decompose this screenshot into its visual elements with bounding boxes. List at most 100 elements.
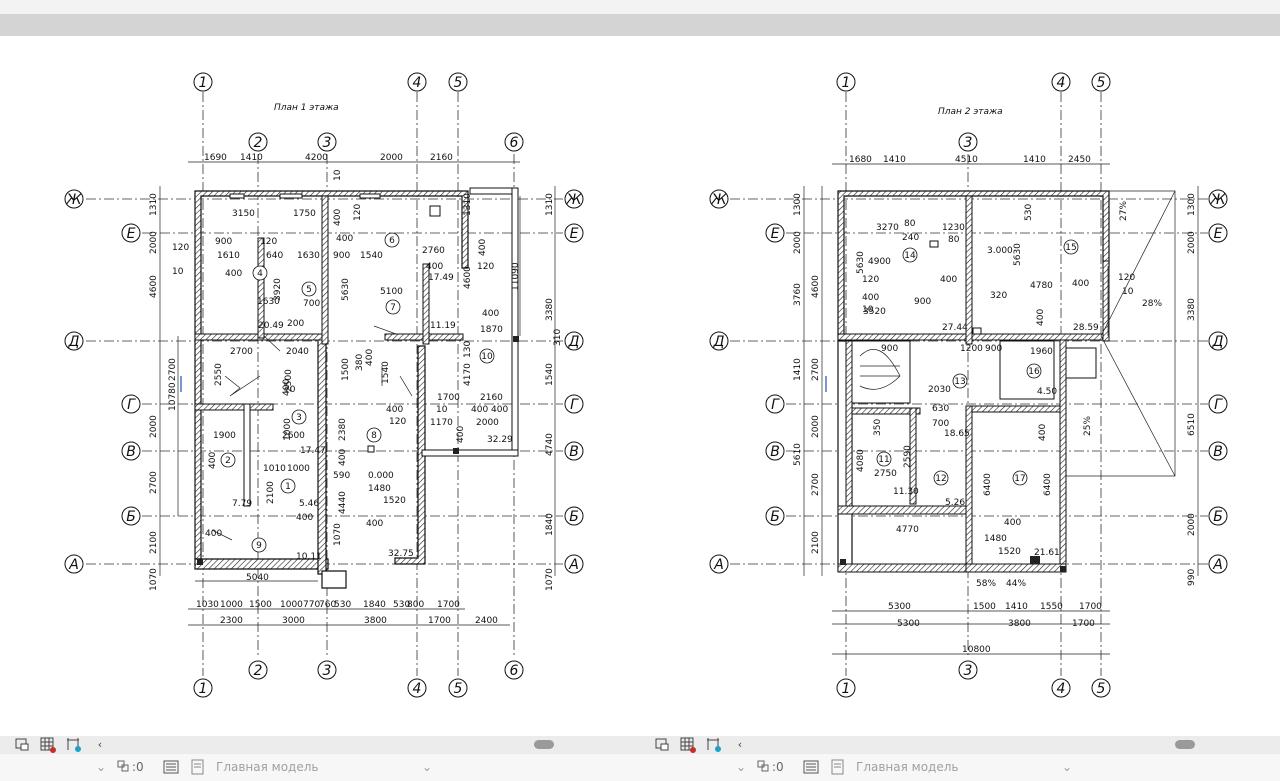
p2-dim: 2450 xyxy=(1068,155,1091,165)
slope-label: 44% xyxy=(1006,579,1026,589)
pane-2-bottom: ⌄ :0 Главная модель ⌄ xyxy=(640,754,1280,781)
grid-icon[interactable] xyxy=(40,737,56,753)
p1-dim: 400 xyxy=(296,513,313,523)
chevron-down-icon[interactable]: ⌄ xyxy=(736,760,747,774)
p1-dim: 2760 xyxy=(422,246,445,256)
room-number: 6 xyxy=(389,236,395,246)
model-selector[interactable]: Главная модель xyxy=(216,760,319,774)
list-icon[interactable] xyxy=(163,759,179,775)
p2-dim: 900 xyxy=(881,344,898,354)
slope-label: 58% xyxy=(976,579,996,589)
title-strip xyxy=(0,0,1280,14)
drawing-canvas[interactable]: План 1 этажа xyxy=(0,36,1280,736)
grid-icon[interactable] xyxy=(680,737,696,753)
model-icon[interactable] xyxy=(190,759,206,775)
p1-dim: 1070 xyxy=(545,568,555,591)
room-area: 21.61 xyxy=(1034,548,1060,558)
p1-dim: 400 xyxy=(225,269,242,279)
p2-dim: 1410 xyxy=(793,358,803,381)
layout-tab-icon[interactable] xyxy=(654,737,670,753)
axis-bubble-g: Г xyxy=(771,397,780,413)
room-number: 10 xyxy=(481,352,493,362)
p2-dim: 1700 xyxy=(1072,619,1095,629)
model-selector[interactable]: Главная модель xyxy=(856,760,959,774)
horizontal-scrollbar[interactable] xyxy=(534,740,554,749)
axis-bubble-a-right: А xyxy=(1212,557,1223,573)
room-area: 4.50 xyxy=(1037,387,1057,397)
axis-bubble-2-bottom: 2 xyxy=(254,663,263,679)
p2-dim: 1300 xyxy=(793,193,803,216)
p1-dim: 760 xyxy=(319,600,336,610)
p2-dim: 2000 xyxy=(1187,231,1197,254)
axis-bubble-d-right: Д xyxy=(568,334,580,350)
prev-arrow-icon[interactable]: ‹ xyxy=(97,738,103,751)
p1-dim: 1500 xyxy=(249,600,272,610)
p1-dim: 130 xyxy=(463,341,473,358)
room-area: 17.49 xyxy=(428,273,454,283)
p2-dim: 1500 xyxy=(973,602,996,612)
chevron-down-icon[interactable]: ⌄ xyxy=(1062,760,1073,774)
p2-dim: 2030 xyxy=(928,385,951,395)
p1-dim: 1610 xyxy=(217,251,240,261)
p1-dim: 1630 xyxy=(297,251,320,261)
axis-bubble-4-bottom: 4 xyxy=(413,681,422,697)
p1-dim: 4200 xyxy=(305,153,328,163)
chevron-down-icon[interactable]: ⌄ xyxy=(96,760,107,774)
ruler-icon[interactable] xyxy=(66,737,82,753)
ruler-icon[interactable] xyxy=(706,737,722,753)
p1-dim: 400 xyxy=(366,519,383,529)
p1-dim: 1630 xyxy=(257,297,280,307)
list-icon[interactable] xyxy=(803,759,819,775)
bottom-bar: ⌄ :0 Главная модель ⌄ ⌄ :0 Главная модел… xyxy=(0,754,1280,781)
room-number: 2 xyxy=(225,456,231,466)
p1-dim: 3000 xyxy=(282,616,305,626)
p2-dim: 530 xyxy=(1024,204,1034,221)
p1-dim: 4600 xyxy=(149,275,159,298)
p1-dim: 1310 xyxy=(463,193,473,216)
p2-dim: 5300 xyxy=(888,602,911,612)
p1-dim: 1310 xyxy=(149,193,159,216)
room-area: 17.47 xyxy=(300,446,326,456)
axis-bubble-g-right: Г xyxy=(1214,397,1223,413)
p1-dim: 2300 xyxy=(220,616,243,626)
axis-bubble-6-bottom: 6 xyxy=(510,663,519,679)
axis-bubble-e-right: Е xyxy=(1214,226,1223,242)
axis-bubble-5: 5 xyxy=(454,75,463,91)
p2-dim: 5610 xyxy=(793,443,803,466)
axis-bubble-1-bottom: 1 xyxy=(199,681,208,697)
p2-dim: 630 xyxy=(932,404,949,414)
p1-dim: 1410 xyxy=(240,153,263,163)
p1-dim: 2700 xyxy=(230,347,253,357)
horizontal-scrollbar[interactable] xyxy=(1175,740,1195,749)
p2-dim: 2700 xyxy=(811,473,821,496)
p2-dim: 10800 xyxy=(962,645,991,655)
axis-bubble-6: 6 xyxy=(510,135,519,151)
p2-dim: 1410 xyxy=(883,155,906,165)
p2-dim: 10 xyxy=(1122,287,1134,297)
p2-dim: 1480 xyxy=(984,534,1007,544)
room-area: 32.75 xyxy=(388,549,414,559)
layout-tab-icon[interactable] xyxy=(14,737,30,753)
model-icon[interactable] xyxy=(830,759,846,775)
layers-icon[interactable] xyxy=(756,759,772,775)
p1-dim: 1540 xyxy=(545,363,555,386)
layers-icon[interactable] xyxy=(116,759,132,775)
p1-dim: 2500 xyxy=(284,369,294,392)
p1-dim: 400 xyxy=(333,209,343,226)
room-number: 1 xyxy=(285,482,291,492)
room-number: 9 xyxy=(256,541,262,551)
axis-bubble-zh: Ж xyxy=(710,192,727,208)
p1-dim: 1870 xyxy=(480,325,503,335)
prev-arrow-icon[interactable]: ‹ xyxy=(737,738,743,751)
axis-bubble-1-bottom: 1 xyxy=(842,681,851,697)
room-area: 11.19 xyxy=(430,321,456,331)
axis-bubble-b: Б xyxy=(770,509,780,525)
p2-dim: 2000 xyxy=(793,231,803,254)
p2-dim: 1960 xyxy=(1030,347,1053,357)
axis-bubble-v-right: В xyxy=(1213,444,1223,460)
p1-dim: 1480 xyxy=(368,484,391,494)
p2-dim: 240 xyxy=(902,233,919,243)
chevron-down-icon[interactable]: ⌄ xyxy=(422,760,433,774)
p1-dim: 1540 xyxy=(381,361,391,384)
room-number: 11 xyxy=(878,455,889,465)
